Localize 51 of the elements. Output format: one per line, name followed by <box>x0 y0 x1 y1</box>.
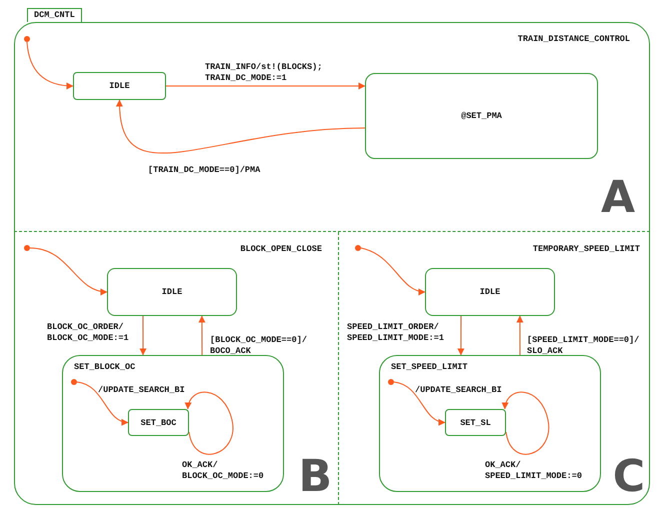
tab-label: DCM_CNTL <box>27 8 82 22</box>
transition-label: [BLOCK_OC_MODE==0]/ BOCO_ACK <box>210 335 308 357</box>
transition-arrow <box>457 316 464 356</box>
region-title: BLOCK_OPEN_CLOSE <box>240 244 322 254</box>
state-box <box>445 409 506 436</box>
state-name: IDLE <box>162 287 182 297</box>
transition-arrow <box>166 82 366 90</box>
region-letter: A <box>600 172 635 223</box>
initial-state-dot <box>24 245 30 251</box>
region-letter: B <box>298 451 332 502</box>
transition-label: OK_ACK/ BLOCK_OC_MODE:=0 <box>182 460 265 482</box>
composite-state <box>379 355 601 492</box>
state-name: SET_SPEED_LIMIT <box>391 362 468 372</box>
transition-arrow <box>116 100 366 154</box>
state-box <box>73 72 166 100</box>
transition-label: /UPDATE_SEARCH_BI <box>415 385 503 396</box>
composite-state <box>62 355 284 492</box>
state-name: IDLE <box>480 287 500 297</box>
transition-arrow <box>30 248 108 295</box>
transition-label: BLOCK_OC_ORDER/ BLOCK_OC_MODE:=1 <box>47 322 130 344</box>
initial-state-dot <box>71 379 77 385</box>
state-name: SET_BLOCK_OC <box>74 362 136 372</box>
region-title: TEMPORARY_SPEED_LIMIT <box>532 244 640 254</box>
transition-label: SPEED_LIMIT_ORDER/ SPEED_LIMIT_MODE:=1 <box>347 322 445 344</box>
transition-label: [TRAIN_DC_MODE==0]/PMA <box>148 165 262 176</box>
state-box <box>107 268 237 316</box>
state-box <box>425 268 555 316</box>
transition-label: OK_ACK/ SPEED_LIMIT_MODE:=0 <box>485 460 583 482</box>
initial-state-dot <box>388 379 394 385</box>
transition-arrow <box>140 316 147 356</box>
transition-label: [SPEED_LIMIT_MODE==0]/ SLO_ACK <box>527 335 640 357</box>
transition-arrow <box>76 382 128 425</box>
state-box <box>128 409 189 436</box>
transition-arrow <box>502 392 550 455</box>
region-title: TRAIN_DISTANCE_CONTROL <box>518 34 630 44</box>
state-box <box>365 73 598 159</box>
transition-arrow <box>26 42 74 90</box>
transition-arrow <box>360 248 426 295</box>
state-name: @SET_PMA <box>461 111 502 121</box>
transition-arrow <box>198 316 206 356</box>
initial-state-dot <box>24 36 30 42</box>
transition-arrow <box>185 392 234 455</box>
transition-label: /UPDATE_SEARCH_BI <box>98 385 186 396</box>
region-letter: C <box>612 451 645 502</box>
transition-arrow <box>394 382 446 425</box>
initial-state-dot <box>355 245 361 251</box>
transition-arrow <box>516 316 524 356</box>
state-name: IDLE <box>109 81 130 91</box>
transition-label: TRAIN_INFO/st!(BLOCKS); TRAIN_DC_MODE:=1 <box>205 62 324 84</box>
state-name: SET_BOC <box>140 418 176 428</box>
state-name: SET_SL <box>460 418 491 428</box>
